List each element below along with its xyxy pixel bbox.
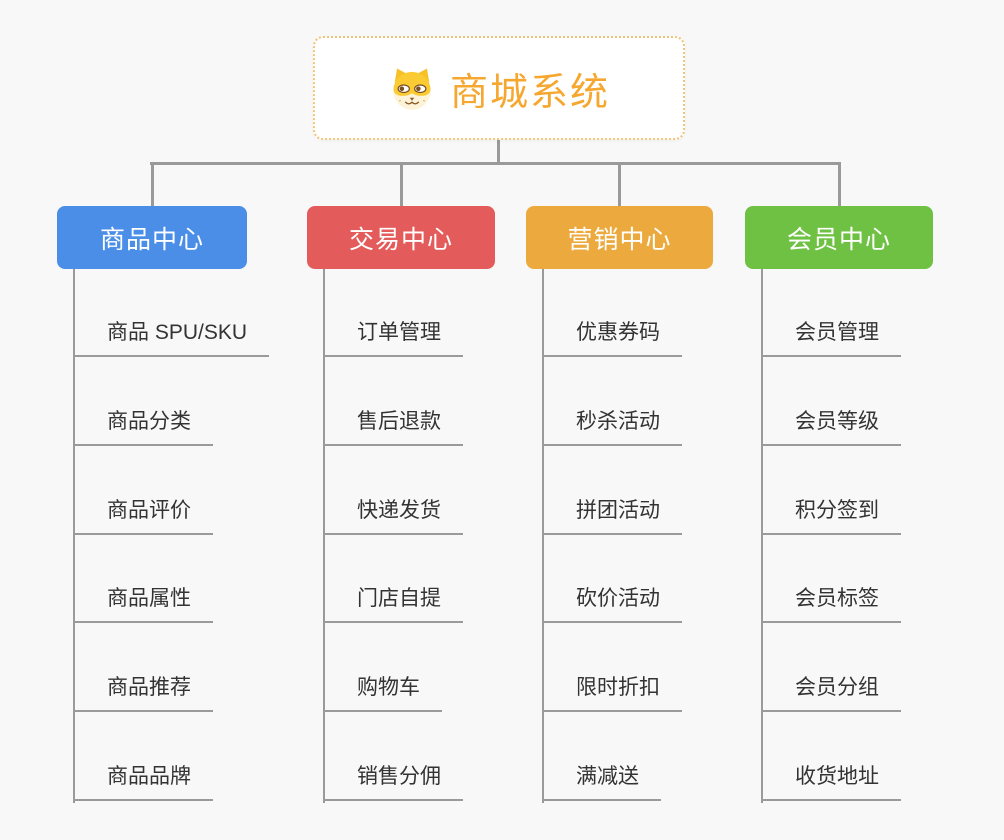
child-node[interactable]: 拼团活动 bbox=[542, 497, 682, 535]
child-node[interactable]: 商品品牌 bbox=[73, 763, 213, 801]
root-title: 商城系统 bbox=[449, 71, 610, 114]
child-node[interactable]: 商品 SPU/SKU bbox=[73, 319, 270, 357]
connector-drop bbox=[837, 162, 841, 207]
child-node[interactable]: 购物车 bbox=[323, 674, 442, 712]
child-node[interactable]: 砍价活动 bbox=[542, 585, 682, 623]
branch-label: 营销中心 bbox=[567, 225, 672, 254]
child-node[interactable]: 门店自提 bbox=[323, 585, 463, 623]
connector-drop bbox=[150, 162, 154, 207]
child-node[interactable]: 满减送 bbox=[542, 763, 661, 801]
branch-node[interactable]: 商品中心 bbox=[57, 206, 247, 269]
branch-spine bbox=[323, 269, 325, 803]
branch-label: 商品中心 bbox=[99, 225, 204, 254]
child-node[interactable]: 销售分佣 bbox=[323, 763, 463, 801]
branch-node[interactable]: 营销中心 bbox=[526, 206, 713, 269]
child-node[interactable]: 订单管理 bbox=[323, 319, 463, 357]
branch-spine bbox=[761, 269, 763, 803]
child-node[interactable]: 限时折扣 bbox=[542, 674, 682, 712]
child-node[interactable]: 收货地址 bbox=[761, 763, 901, 801]
child-node[interactable]: 商品属性 bbox=[73, 585, 213, 623]
root-node[interactable]: 商城系统 bbox=[313, 36, 685, 140]
branch-label: 会员中心 bbox=[786, 225, 891, 254]
branch-spine bbox=[542, 269, 544, 803]
child-node[interactable]: 秒杀活动 bbox=[542, 408, 682, 446]
connector-bus bbox=[150, 162, 841, 165]
child-node[interactable]: 会员分组 bbox=[761, 674, 901, 712]
branch-label: 交易中心 bbox=[348, 225, 453, 254]
child-node[interactable]: 会员管理 bbox=[761, 319, 901, 357]
child-node[interactable]: 商品评价 bbox=[73, 497, 213, 535]
connector-root-stub bbox=[497, 140, 500, 165]
child-node[interactable]: 商品推荐 bbox=[73, 674, 213, 712]
child-node[interactable]: 优惠券码 bbox=[542, 319, 682, 357]
child-node[interactable]: 会员标签 bbox=[761, 585, 901, 623]
branch-node[interactable]: 会员中心 bbox=[745, 206, 933, 269]
connector-drop bbox=[618, 162, 621, 207]
connector-drop bbox=[399, 162, 403, 207]
child-node[interactable]: 积分签到 bbox=[761, 497, 901, 535]
branch-node[interactable]: 交易中心 bbox=[307, 206, 495, 269]
child-node[interactable]: 售后退款 bbox=[323, 408, 463, 446]
branch-spine bbox=[73, 269, 75, 803]
shiba-dog-icon bbox=[388, 65, 436, 111]
child-node[interactable]: 快递发货 bbox=[323, 497, 463, 535]
child-node[interactable]: 商品分类 bbox=[73, 408, 213, 446]
child-node[interactable]: 会员等级 bbox=[761, 408, 901, 446]
